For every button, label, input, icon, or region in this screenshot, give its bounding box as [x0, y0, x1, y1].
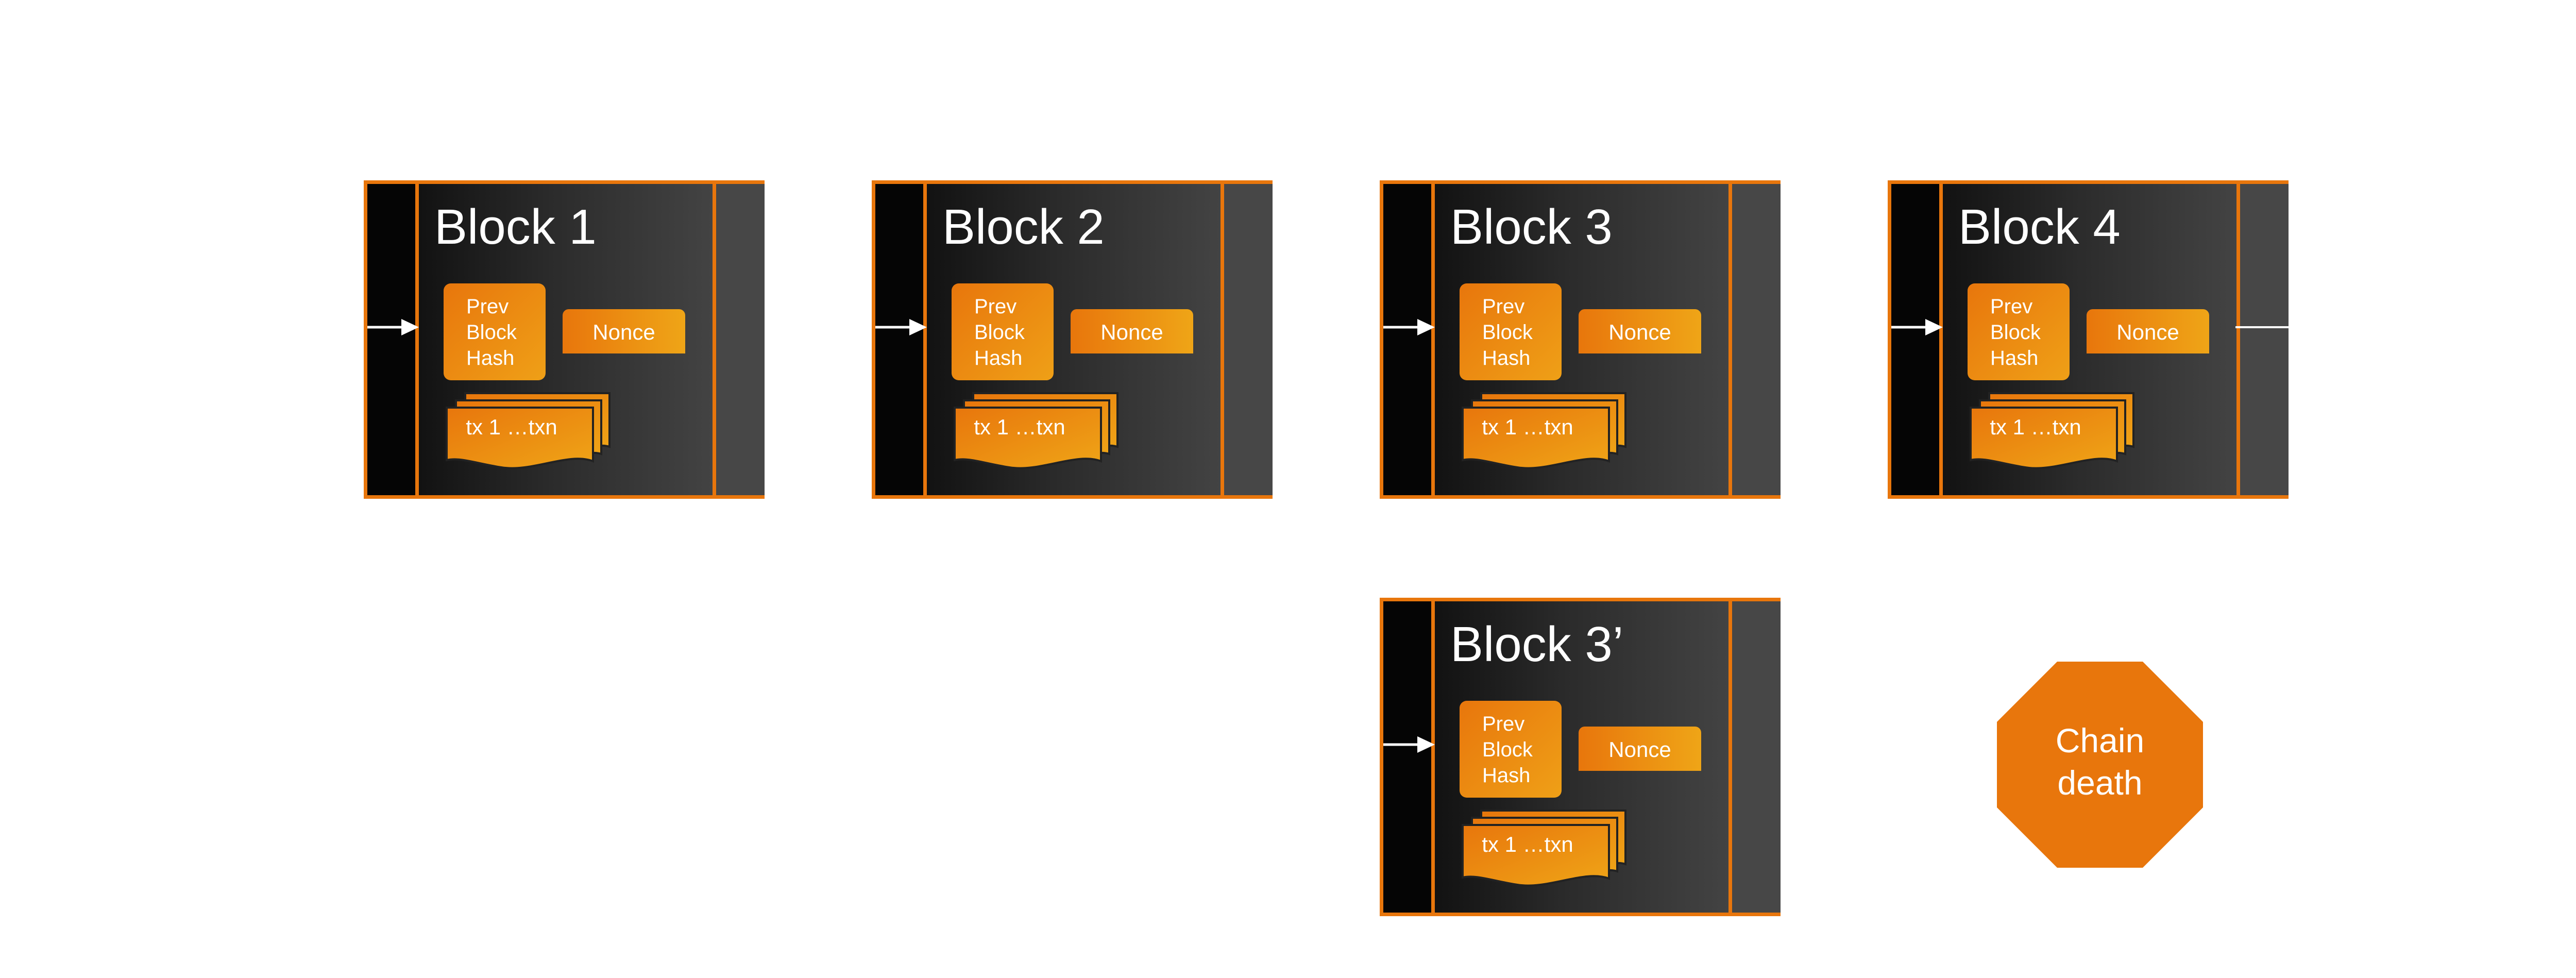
block-4: Block 4 Prev Block Hash Nonce tx 1 …txn [1888, 180, 2289, 499]
chain-death-label: Chain death [1997, 719, 2203, 804]
right-arrow-icon [1891, 319, 1943, 335]
block-right-band [1728, 601, 1781, 913]
right-arrow-icon [367, 319, 419, 335]
transactions-label: tx 1 …txn [1990, 415, 2081, 439]
block-1: Block 1 Prev Block Hash Nonce tx 1 …txn [364, 180, 765, 499]
octagon-stop-icon [1997, 662, 2203, 868]
block-left-band [1383, 601, 1435, 913]
document-stack-icon [446, 392, 611, 469]
prev-hash-line-1: Prev [974, 295, 1017, 318]
transactions-stack: tx 1 …txn [947, 390, 1133, 473]
block-left-band [1891, 184, 1943, 495]
prev-hash-line-3: Hash [1990, 347, 2039, 369]
transactions-label: tx 1 …txn [1482, 832, 1573, 856]
prev-hash-line-1: Prev [1482, 713, 1525, 735]
prev-block-hash-box: Prev Block Hash [952, 283, 1054, 380]
transactions-stack: tx 1 …txn [439, 390, 625, 473]
block-right-band [713, 184, 765, 495]
prev-hash-line-2: Block [1990, 321, 2041, 344]
block-right-band [1728, 184, 1781, 495]
block-right-band [1221, 184, 1273, 495]
prev-hash-line-2: Block [466, 321, 517, 344]
transactions-stack: tx 1 …txn [1455, 807, 1641, 890]
nonce-box: Nonce [1579, 309, 1701, 353]
prev-hash-line-3: Hash [1482, 347, 1531, 369]
block-title: Block 1 [434, 199, 597, 255]
prev-block-hash-box: Prev Block Hash [444, 283, 546, 380]
block-3: Block 3 Prev Block Hash Nonce tx 1 …txn [1380, 180, 1781, 499]
chain-death-line-2: death [2057, 764, 2143, 802]
prev-hash-line-2: Block [1482, 738, 1533, 761]
block-title: Block 3 [1450, 199, 1613, 255]
block-title: Block 2 [942, 199, 1105, 255]
prev-hash-line-3: Hash [466, 347, 515, 369]
block-left-band [367, 184, 419, 495]
document-stack-icon [954, 392, 1118, 469]
prev-hash-line-2: Block [974, 321, 1025, 344]
nonce-box: Nonce [1071, 309, 1193, 353]
prev-block-hash-box: Prev Block Hash [1968, 283, 2070, 380]
document-stack-icon [1462, 810, 1626, 887]
transactions-label: tx 1 …txn [466, 415, 557, 439]
block-title: Block 3’ [1450, 617, 1624, 672]
right-arrow-icon [1383, 319, 1435, 335]
chain-death-sign: Chain death [1997, 662, 2203, 868]
transactions-stack: tx 1 …txn [1455, 390, 1641, 473]
prev-hash-line-1: Prev [1482, 295, 1525, 318]
prev-hash-line-2: Block [1482, 321, 1533, 344]
block-right-band [2236, 184, 2289, 495]
prev-block-hash-box: Prev Block Hash [1460, 283, 1562, 380]
prev-hash-line-1: Prev [466, 295, 509, 318]
prev-hash-line-3: Hash [1482, 764, 1531, 787]
block-left-band [875, 184, 927, 495]
transactions-label: tx 1 …txn [1482, 415, 1573, 439]
transactions-label: tx 1 …txn [974, 415, 1065, 439]
block-3-prime: Block 3’ Prev Block Hash Nonce tx 1 …txn [1380, 598, 1781, 916]
prev-hash-line-1: Prev [1990, 295, 2033, 318]
block-2: Block 2 Prev Block Hash Nonce tx 1 …txn [872, 180, 1273, 499]
nonce-box: Nonce [563, 309, 685, 353]
outgoing-link-line [2235, 326, 2289, 328]
prev-hash-line-3: Hash [974, 347, 1023, 369]
transactions-stack: tx 1 …txn [1963, 390, 2149, 473]
block-left-band [1383, 184, 1435, 495]
nonce-box: Nonce [2087, 309, 2209, 353]
right-arrow-icon [875, 319, 927, 335]
nonce-box: Nonce [1579, 727, 1701, 771]
block-title: Block 4 [1958, 199, 2121, 255]
document-stack-icon [1462, 392, 1626, 469]
document-stack-icon [1970, 392, 2134, 469]
right-arrow-icon [1383, 736, 1435, 753]
prev-block-hash-box: Prev Block Hash [1460, 701, 1562, 798]
chain-death-line-1: Chain [2055, 721, 2145, 760]
